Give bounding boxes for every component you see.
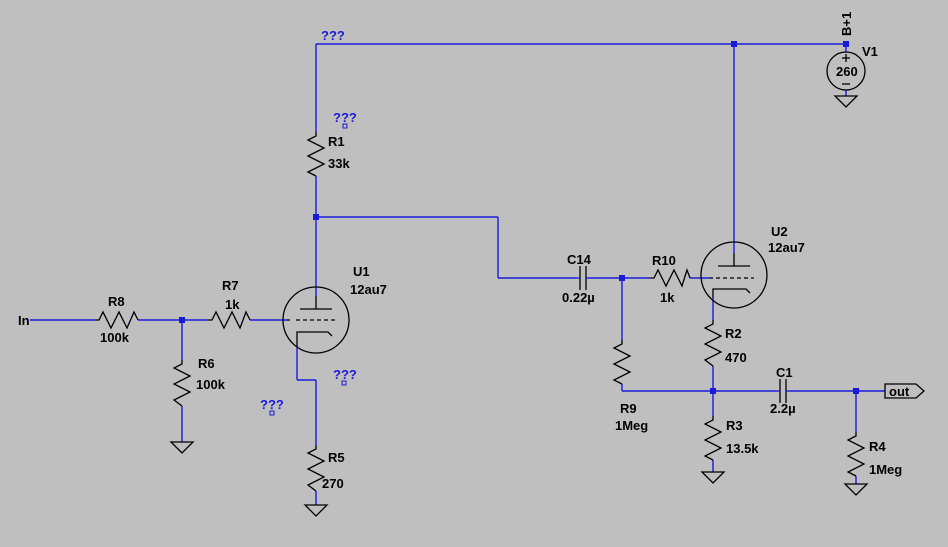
- r8-value: 100k: [100, 330, 130, 345]
- ground-icon: [843, 483, 869, 496]
- output-port[interactable]: out: [884, 383, 925, 399]
- u2-model: 12au7: [768, 240, 805, 255]
- capacitor-c14[interactable]: C14 0.22µ: [562, 252, 595, 305]
- resistor-r8[interactable]: R8 100k: [95, 294, 139, 345]
- r1-value: 33k: [328, 156, 350, 171]
- tube-u1[interactable]: U1 12au7: [282, 264, 387, 354]
- output-net-label: out: [889, 384, 910, 399]
- unknown-marker: ???: [333, 110, 357, 125]
- r7-ref: R7: [222, 278, 239, 293]
- input-net-label: In: [18, 313, 30, 328]
- ground-icon: [303, 504, 329, 517]
- r8-ref: R8: [108, 294, 125, 309]
- resistor-r9[interactable]: R9 1Meg: [612, 340, 648, 433]
- u2-ref: U2: [771, 224, 788, 239]
- supply-label: B+1: [839, 12, 854, 36]
- r4-ref: R4: [869, 439, 886, 454]
- u1-model: 12au7: [350, 282, 387, 297]
- r4-value: 1Meg: [869, 462, 902, 477]
- capacitor-c1[interactable]: C1 2.2µ: [770, 365, 796, 416]
- unknown-marker: ???: [333, 367, 357, 382]
- c14-value: 0.22µ: [562, 290, 595, 305]
- resistor-r7[interactable]: R7 1k: [208, 278, 251, 330]
- r9-value: 1Meg: [615, 418, 648, 433]
- net-label-supply: B+1: [839, 12, 854, 36]
- resistor-r6[interactable]: R6 100k: [172, 356, 226, 407]
- r5-value: 270: [322, 476, 344, 491]
- resistor-r3[interactable]: R3 13.5k: [703, 416, 759, 461]
- c14-ref: C14: [567, 252, 592, 267]
- c1-ref: C1: [776, 365, 793, 380]
- r6-value: 100k: [196, 377, 226, 392]
- resistor-r1[interactable]: R1 33k: [306, 132, 350, 177]
- r2-value: 470: [725, 350, 747, 365]
- ground-icon: [833, 95, 859, 108]
- ground-icon: [700, 471, 726, 484]
- unknown-marker: ???: [321, 28, 345, 43]
- ground-icon: [169, 441, 195, 454]
- r1-ref: R1: [328, 134, 345, 149]
- r3-value: 13.5k: [726, 441, 759, 456]
- r5-ref: R5: [328, 450, 345, 465]
- resistor-r10[interactable]: R10 1k: [650, 253, 691, 305]
- voltage-source-v1[interactable]: 260 V1: [826, 44, 878, 91]
- unknown-markers: ??? ??? ??? ???: [260, 28, 357, 416]
- c1-value: 2.2µ: [770, 401, 796, 416]
- r3-ref: R3: [726, 418, 743, 433]
- resistor-r2[interactable]: R2 470: [703, 320, 747, 367]
- unknown-marker: ???: [260, 397, 284, 412]
- resistor-r5[interactable]: R5 270: [306, 445, 345, 492]
- wires: [30, 43, 885, 505]
- r2-ref: R2: [725, 326, 742, 341]
- junctions: [179, 41, 859, 394]
- u1-ref: U1: [353, 264, 370, 279]
- resistor-r4[interactable]: R4 1Meg: [846, 432, 902, 477]
- v1-value: 260: [836, 64, 858, 79]
- r9-ref: R9: [620, 401, 637, 416]
- ground-symbols: [169, 95, 869, 517]
- r6-ref: R6: [198, 356, 215, 371]
- tube-u2[interactable]: U2 12au7: [700, 224, 805, 309]
- v1-ref: V1: [862, 44, 878, 59]
- r10-ref: R10: [652, 253, 676, 268]
- r7-value: 1k: [225, 297, 240, 312]
- r10-value: 1k: [660, 290, 675, 305]
